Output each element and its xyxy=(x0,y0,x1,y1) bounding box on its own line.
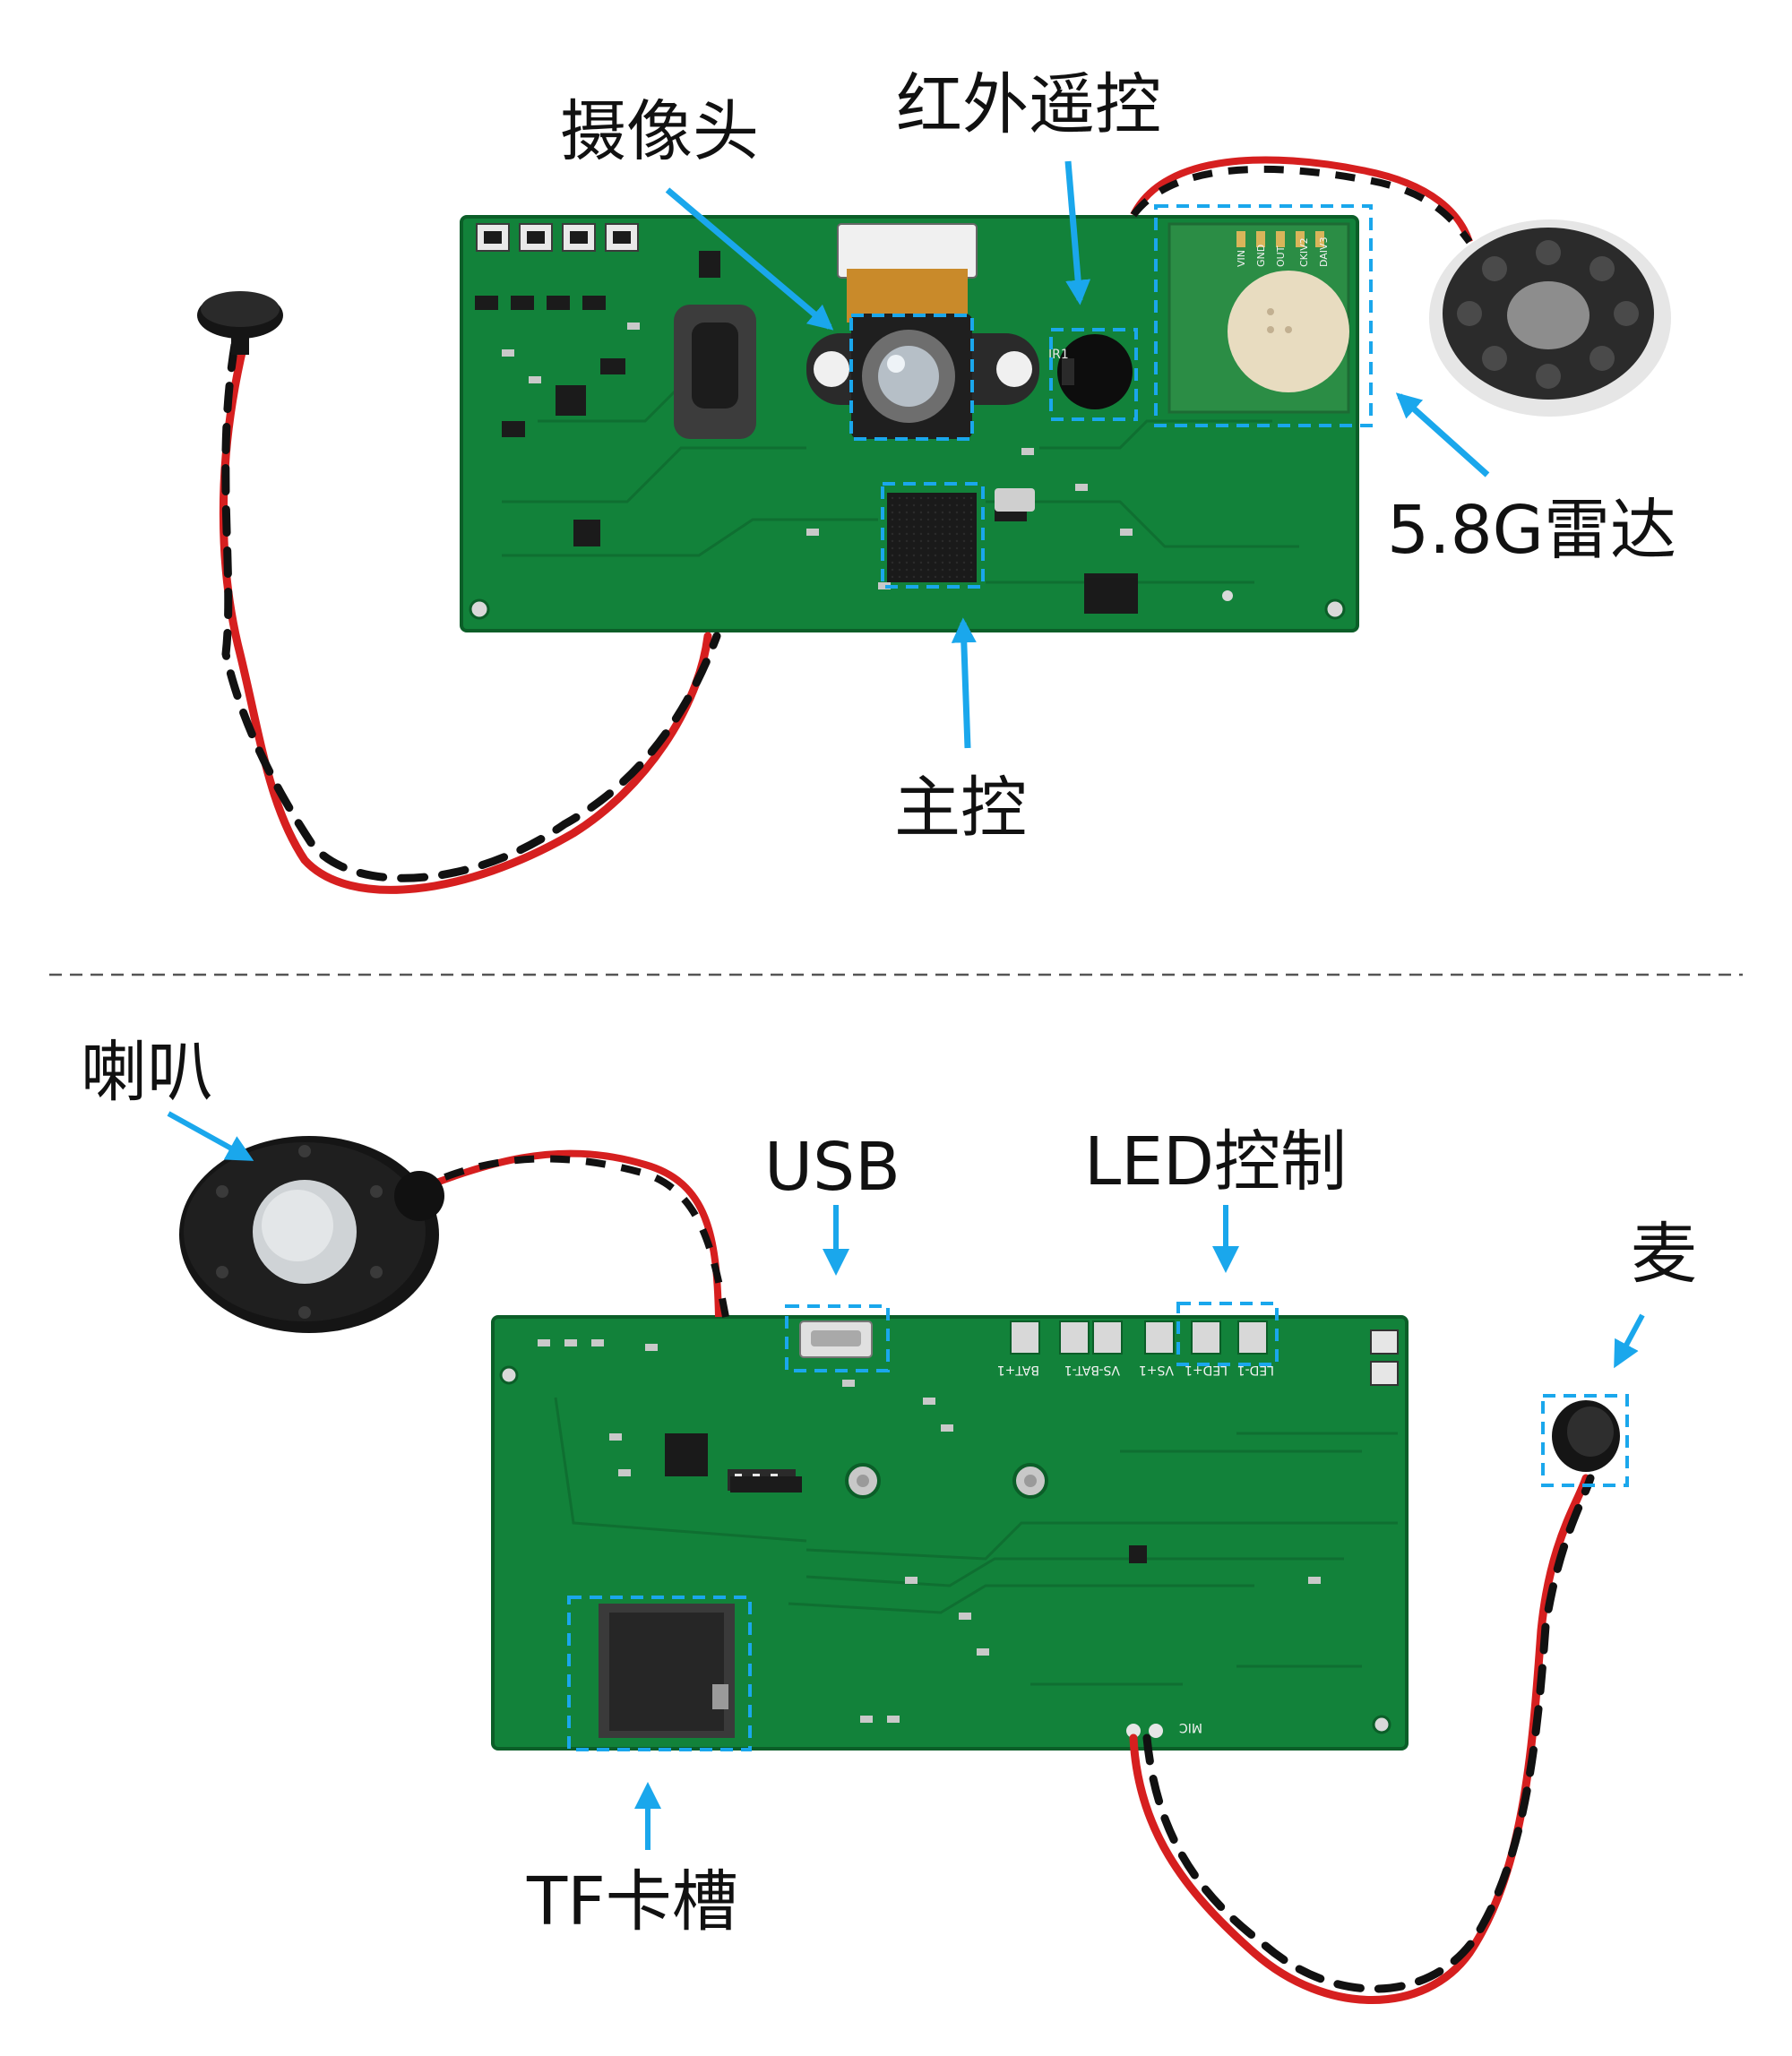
mic-label: 麦 xyxy=(1631,1216,1697,1293)
main-chip-callout-box xyxy=(881,482,985,589)
radar-pin-3: CKIV2 xyxy=(1298,237,1310,267)
bottom-mic xyxy=(1129,1400,1620,2004)
ir-remote-label: 红外遥控 xyxy=(896,66,1161,143)
radar-label: 5.8G雷达 xyxy=(1387,492,1676,569)
mic-arrow xyxy=(1614,1313,1645,1369)
tf-slot-label: TF卡槽 xyxy=(526,1863,738,1940)
usb-label: USB xyxy=(764,1129,900,1206)
mic-callout-box xyxy=(1541,1394,1629,1487)
radar-callout-box xyxy=(1154,204,1373,427)
led-control-label: LED控制 xyxy=(1084,1123,1347,1200)
ir-arrow xyxy=(1064,160,1091,305)
top-pcb: IR1 VIN GND OUT CKIV2 DAIV3 xyxy=(460,215,1359,632)
speaker-label: 喇叭 xyxy=(81,1034,213,1111)
tf-slot-callout-box xyxy=(567,1596,752,1751)
pad-label-vs-bat: VS-BAT-1 xyxy=(1064,1363,1120,1377)
pad-label-vs: VS+1 xyxy=(1139,1363,1174,1377)
camera-arrow xyxy=(665,187,834,331)
radar-arrow xyxy=(1395,392,1490,477)
radar-pin-1: GND xyxy=(1255,245,1267,267)
radar-pin-2: OUT xyxy=(1275,245,1287,267)
pad-label-bat: BAT+1 xyxy=(997,1363,1039,1377)
radar-pin-4: DAIV3 xyxy=(1318,237,1330,267)
usb-callout-box xyxy=(785,1304,890,1372)
ir-callout-box xyxy=(1049,328,1138,421)
main-control-label: 主控 xyxy=(894,770,1027,847)
radar-pin-0: VIN xyxy=(1236,250,1247,267)
ir-silkscreen: IR1 xyxy=(1048,348,1069,362)
main-chip-arrow xyxy=(951,617,977,749)
pad-label-led-plus: LED+1 xyxy=(1185,1363,1228,1377)
mic-silkscreen: MIC xyxy=(1179,1720,1202,1734)
speaker-arrow xyxy=(167,1111,254,1161)
top-speaker xyxy=(1130,156,1671,417)
camera-label: 摄像头 xyxy=(560,93,759,170)
top-mic xyxy=(197,291,721,894)
led-callout-box xyxy=(1176,1302,1279,1366)
bottom-speaker xyxy=(179,1136,729,1333)
bottom-pcb: BAT+1 VS-BAT-1 VS+1 LED+1 LED-1 xyxy=(491,1315,1409,1751)
